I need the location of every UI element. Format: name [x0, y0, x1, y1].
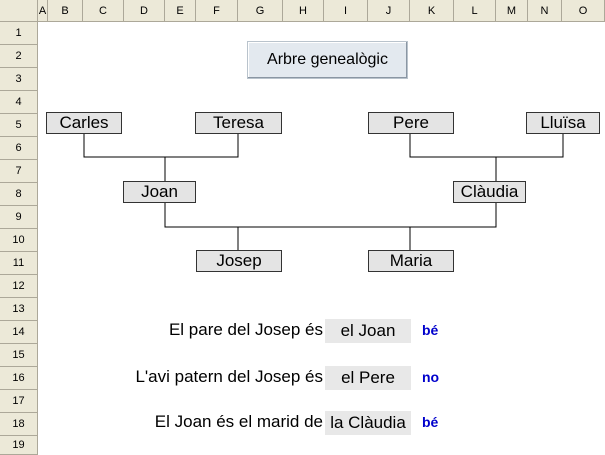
person-claudia: Clàudia: [453, 181, 526, 203]
select-all-corner[interactable]: [0, 0, 38, 22]
column-header-k[interactable]: K: [410, 0, 454, 22]
person-joan: Joan: [123, 181, 196, 203]
column-header-b[interactable]: B: [48, 0, 83, 22]
column-header-h[interactable]: H: [283, 0, 324, 22]
column-header-m[interactable]: M: [496, 0, 528, 22]
row-header-16[interactable]: 16: [0, 367, 38, 390]
column-header-g[interactable]: G: [238, 0, 283, 22]
row-header-11[interactable]: 11: [0, 252, 38, 275]
column-header-a[interactable]: A: [38, 0, 48, 22]
person-josep: Josep: [196, 250, 282, 272]
row-header-12[interactable]: 12: [0, 275, 38, 298]
row-header-17[interactable]: 17: [0, 390, 38, 413]
column-header-n[interactable]: N: [528, 0, 562, 22]
person-teresa: Teresa: [195, 112, 282, 134]
result-text: no: [422, 369, 440, 385]
column-header-j[interactable]: J: [368, 0, 410, 22]
row-header-15[interactable]: 15: [0, 344, 38, 367]
family-tree-button[interactable]: Arbre genealògic: [247, 41, 408, 79]
person-maria: Maria: [368, 250, 454, 272]
person-lluisa: Lluïsa: [526, 112, 600, 134]
answer-cell[interactable]: el Joan: [325, 319, 411, 343]
column-header-c[interactable]: C: [83, 0, 124, 22]
row-header-9[interactable]: 9: [0, 206, 38, 229]
answer-cell[interactable]: el Pere: [325, 366, 411, 390]
row-header-7[interactable]: 7: [0, 160, 38, 183]
person-carles: Carles: [46, 112, 122, 134]
row-header-6[interactable]: 6: [0, 137, 38, 160]
column-header-i[interactable]: I: [324, 0, 368, 22]
column-header-e[interactable]: E: [165, 0, 196, 22]
column-header-d[interactable]: D: [124, 0, 165, 22]
result-text: bé: [422, 322, 439, 338]
question-label: El Joan és el marid de: [154, 412, 323, 431]
row-header-4[interactable]: 4: [0, 91, 38, 114]
row-header-3[interactable]: 3: [0, 68, 38, 91]
result-text: bé: [422, 414, 439, 430]
question-label: El pare del Josep és: [168, 320, 323, 339]
column-header-f[interactable]: F: [196, 0, 238, 22]
row-header-1[interactable]: 1: [0, 22, 38, 45]
person-pere: Pere: [368, 112, 454, 134]
answer-cell[interactable]: la Clàudia: [325, 411, 411, 435]
question-label: L'avi patern del Josep és: [135, 367, 323, 386]
row-header-8[interactable]: 8: [0, 183, 38, 206]
row-header-14[interactable]: 14: [0, 321, 38, 344]
row-header-18[interactable]: 18: [0, 413, 38, 436]
row-header-19[interactable]: 19: [0, 436, 38, 455]
row-header-10[interactable]: 10: [0, 229, 38, 252]
row-header-2[interactable]: 2: [0, 45, 38, 68]
row-header-13[interactable]: 13: [0, 298, 38, 321]
row-header-5[interactable]: 5: [0, 114, 38, 137]
column-header-l[interactable]: L: [454, 0, 496, 22]
